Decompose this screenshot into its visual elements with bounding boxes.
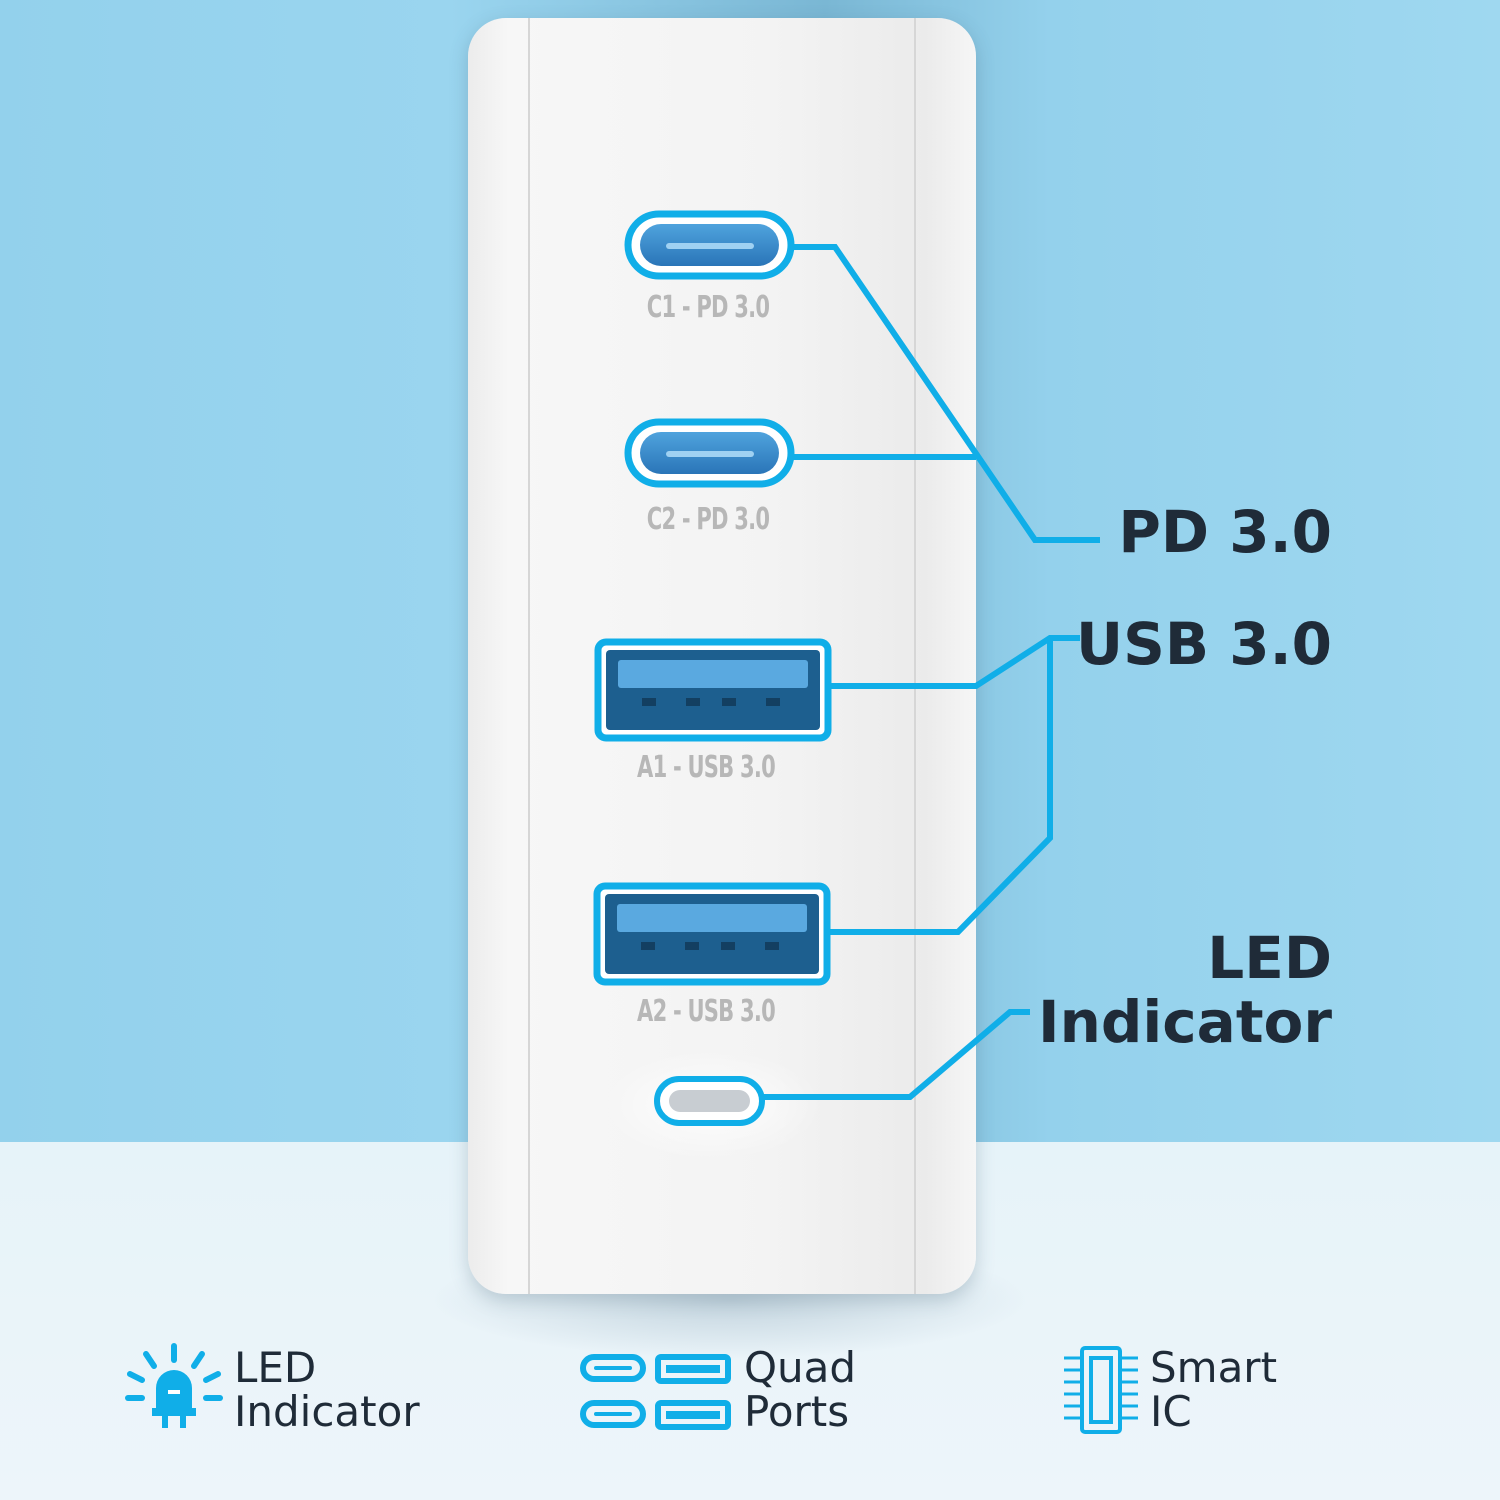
feature-led-line1: LED: [234, 1343, 317, 1392]
feature-ports-line1: Quad: [744, 1343, 857, 1392]
charger-seam-left: [528, 18, 530, 1294]
callout-pd: PD 3.0: [1118, 498, 1332, 566]
callout-led-line2: Indicator: [1038, 988, 1332, 1056]
port-label-a1: A1 - USB 3.0: [637, 750, 776, 785]
led-bulb-icon: [125, 1343, 223, 1428]
usb-a-port-2: [593, 882, 831, 986]
feature-ports-line2: Ports: [744, 1387, 850, 1436]
line-led: [762, 1009, 1030, 1100]
port-label-c2: C2 - PD 3.0: [646, 502, 770, 537]
line-pd-c1: [791, 244, 1100, 543]
charger-seam-right: [914, 18, 916, 1294]
port-label-a2: A2 - USB 3.0: [637, 994, 776, 1029]
usb-a-port-1: [594, 638, 832, 742]
callout-lines: [762, 244, 1100, 1100]
line-usb-a2: [827, 638, 1053, 935]
line-usb-a1: [828, 635, 1080, 689]
ports-icon: [580, 1354, 731, 1430]
feature-led-line2: Indicator: [234, 1387, 420, 1436]
port-label-c1: C1 - PD 3.0: [646, 290, 770, 325]
callout-led-line1: LED: [1207, 924, 1332, 992]
chip-icon: [1064, 1346, 1138, 1434]
led-indicator: [602, 1050, 822, 1160]
usb-c-port-2: [624, 418, 795, 488]
usb-c-port-1: [624, 210, 795, 280]
feature-ic-line2: IC: [1150, 1387, 1192, 1436]
callout-usb: USB 3.0: [1075, 610, 1332, 678]
feature-ic-line1: Smart: [1150, 1343, 1278, 1392]
